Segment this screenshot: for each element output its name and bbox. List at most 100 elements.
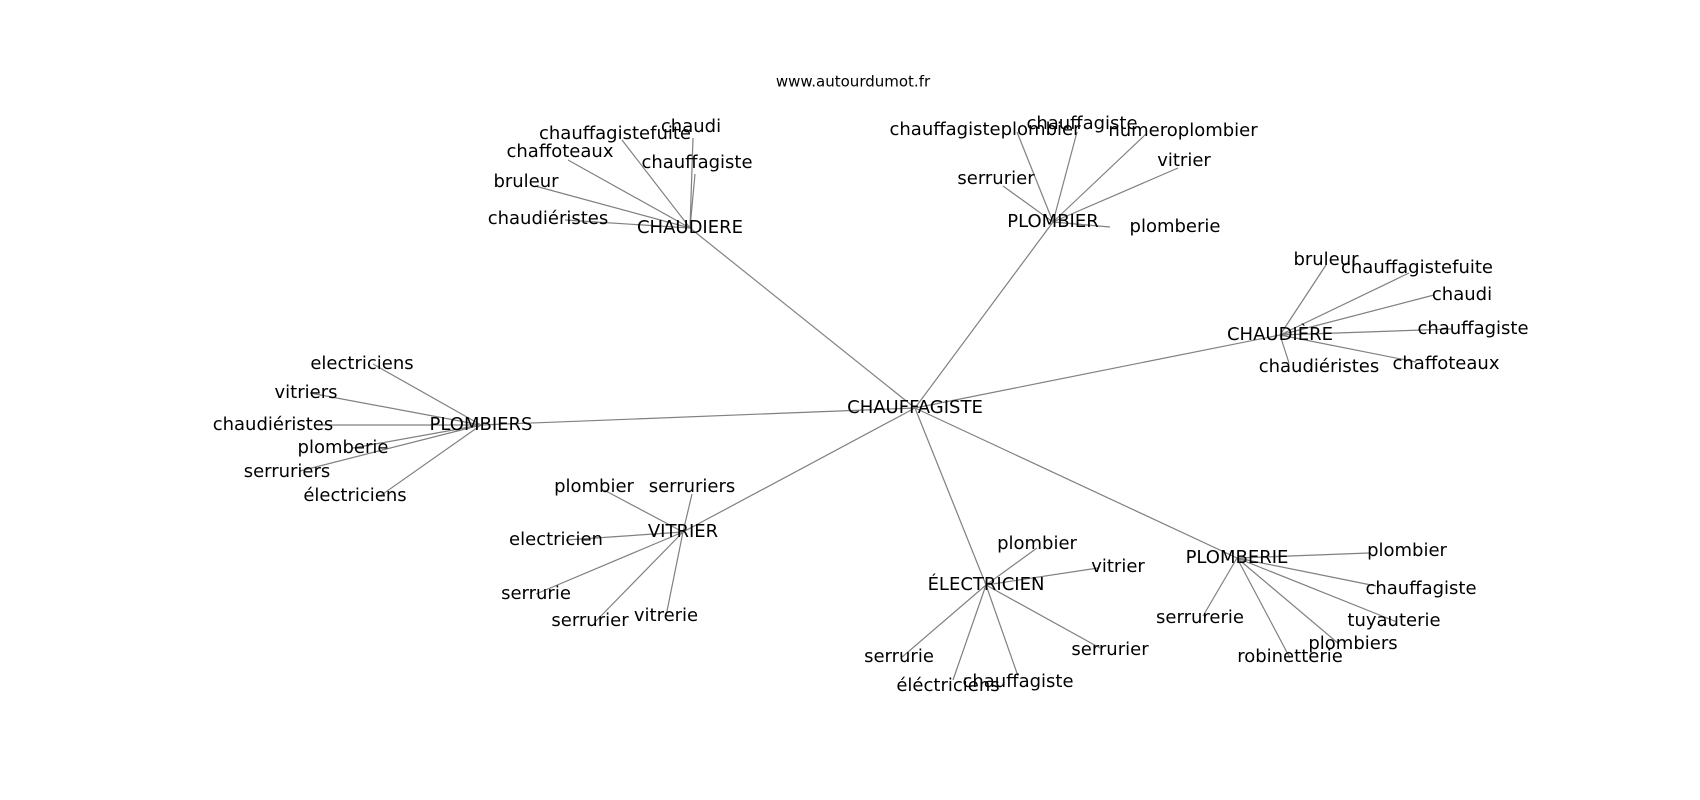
edge-cluster-1-child-1 <box>689 137 694 229</box>
edge-cluster-7-child-1 <box>1236 552 1370 559</box>
leaf-node-label: chaudi <box>1432 284 1492 305</box>
leaf-node-label: tuyauterie <box>1347 610 1440 631</box>
edge-cluster-6-child-5 <box>952 584 987 681</box>
leaf-node-label: chauffagisteplombier <box>890 119 1082 140</box>
leaf-node-label: chaudiéristes <box>1259 356 1380 377</box>
edge-cluster-5-child-2 <box>682 493 693 533</box>
leaf-node-label: plombier <box>554 476 634 497</box>
edge-cluster-2-child-3 <box>1052 133 1147 223</box>
edge-cluster-3-child-3 <box>1279 294 1435 336</box>
graph-nodes: CHAUFFAGISTECHAUDIEREchaudichauffagistef… <box>213 113 1529 696</box>
leaf-node-label: serrurie <box>501 583 571 604</box>
leaf-node-label: chaudiéristes <box>488 208 609 229</box>
edge-cluster-6-child-6 <box>985 584 1019 677</box>
edge-cluster-6-child-4 <box>900 584 987 659</box>
edge-root-to-5 <box>682 407 916 533</box>
leaf-node-label: plombier <box>997 533 1077 554</box>
leaf-node-label: chauffagiste <box>1417 318 1528 339</box>
leaf-node-label: bruleur <box>493 171 559 192</box>
edge-cluster-6-child-3 <box>985 584 1101 649</box>
edge-cluster-3-child-6 <box>1279 334 1417 363</box>
leaf-node-label: plombiers <box>1308 633 1397 654</box>
leaf-node-label: electricien <box>509 529 603 550</box>
site-label: www.autourdumot.fr <box>776 73 931 91</box>
leaf-node-label: plombier <box>1367 540 1447 561</box>
leaf-node-label: vitriers <box>275 382 338 403</box>
cluster-node-label: CHAUDIERE <box>637 217 743 238</box>
leaf-node-label: bruleur <box>1293 249 1359 270</box>
edge-cluster-1-child-6 <box>564 219 691 229</box>
edge-cluster-4-child-4 <box>352 424 482 449</box>
edge-cluster-7-child-6 <box>1202 557 1238 617</box>
edge-cluster-2-child-5 <box>1002 185 1054 223</box>
edge-cluster-7-child-2 <box>1236 557 1377 587</box>
edge-root-to-6 <box>914 407 987 586</box>
edge-cluster-1-child-2 <box>621 139 691 229</box>
leaf-node-label: vitrier <box>1157 150 1211 171</box>
leaf-node-label: chauffagiste <box>1365 578 1476 599</box>
edge-cluster-2-child-4 <box>1052 167 1179 223</box>
leaf-node-label: vitrier <box>1091 556 1145 577</box>
leaf-node-label: robinetterie <box>1237 646 1343 667</box>
edge-cluster-3-child-5 <box>1279 334 1290 364</box>
edge-cluster-1-child-5 <box>534 185 691 229</box>
leaf-node-label: chauffagistefuite <box>1341 257 1493 278</box>
leaf-node-label: numeroplombier <box>1108 120 1258 141</box>
cluster-node-label: VITRIER <box>648 521 718 542</box>
edge-root-to-1 <box>689 227 916 409</box>
edge-cluster-4-child-1 <box>372 363 482 426</box>
edge-cluster-2-child-1 <box>1016 131 1054 223</box>
edge-cluster-2-child-2 <box>1052 131 1078 223</box>
edge-root-to-4 <box>480 407 916 426</box>
edge-cluster-4-child-5 <box>299 424 482 472</box>
leaf-node-label: chaffoteaux <box>1393 353 1500 374</box>
cluster-node-label: PLOMBIERS <box>430 414 533 435</box>
edge-cluster-5-child-6 <box>665 531 684 617</box>
edge-cluster-3-child-4 <box>1279 328 1452 336</box>
edge-cluster-7-child-5 <box>1236 557 1291 659</box>
leaf-node-label: serrurie <box>864 646 934 667</box>
leaf-node-label: chauffagistefuite <box>539 123 691 144</box>
leaf-node-label: chauffagiste <box>641 152 752 173</box>
leaf-node-label: chaudi <box>661 116 721 137</box>
leaf-node-label: électriciens <box>303 485 406 506</box>
leaf-node-label: serruriers <box>244 461 331 482</box>
leaf-node-label: plomberie <box>298 437 389 458</box>
leaf-node-label: serrurier <box>957 168 1035 189</box>
leaf-node-label: serrurier <box>551 610 629 631</box>
leaf-node-label: serrurier <box>1071 639 1149 660</box>
cluster-node-label: PLOMBIER <box>1007 211 1098 232</box>
edge-root-to-7 <box>914 407 1238 559</box>
leaf-node-label: chaffoteaux <box>507 141 614 162</box>
leaf-node-label: serrurerie <box>1156 607 1244 628</box>
edge-cluster-2-child-6 <box>1052 221 1111 228</box>
edge-cluster-1-child-3 <box>567 159 691 229</box>
edge-cluster-3-child-1 <box>1279 264 1327 336</box>
leaf-node-label: electriciens <box>310 353 413 374</box>
edge-cluster-6-child-2 <box>985 567 1099 586</box>
edge-root-to-2 <box>914 221 1054 409</box>
edge-cluster-5-child-1 <box>603 489 684 533</box>
cluster-node-label: CHAUDIÈRE <box>1227 323 1333 345</box>
edge-cluster-4-child-2 <box>309 392 482 426</box>
leaf-node-label: éléctriciens <box>896 675 999 696</box>
leaf-node-label: chaudiéristes <box>213 414 334 435</box>
edge-cluster-1-child-4 <box>689 173 696 229</box>
leaf-node-label: chauffagiste <box>1026 113 1137 134</box>
edge-cluster-7-child-4 <box>1236 557 1340 645</box>
edge-cluster-4-child-6 <box>379 424 482 497</box>
edge-cluster-7-child-3 <box>1236 557 1398 623</box>
edge-cluster-5-child-4 <box>535 531 684 595</box>
leaf-node-label: serruriers <box>649 476 736 497</box>
leaf-node-label: plomberie <box>1130 216 1221 237</box>
edge-root-to-3 <box>914 334 1281 409</box>
leaf-node-label: chauffagiste <box>962 671 1073 692</box>
cluster-node-label: PLOMBERIE <box>1186 547 1289 568</box>
edge-cluster-5-child-5 <box>595 531 684 622</box>
graph-edges <box>299 131 1452 681</box>
leaf-node-label: vitrerie <box>634 605 698 626</box>
edge-cluster-6-child-1 <box>985 547 1038 586</box>
edge-cluster-5-child-3 <box>565 531 684 541</box>
cluster-node-label: ÉLECTRICIEN <box>928 573 1045 595</box>
